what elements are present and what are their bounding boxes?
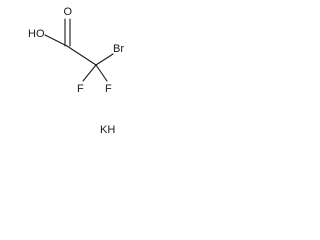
chemical-structure: O HO Br F F KH <box>28 6 124 136</box>
atom-label-fluorine-left: F <box>77 83 84 95</box>
atom-label-bromine: Br <box>113 43 124 55</box>
atom-label-carbonyl-oxygen: O <box>64 6 73 18</box>
bond-c-f-right <box>95 64 108 82</box>
bond-c-br <box>95 53 114 66</box>
bond-c-f-left <box>82 64 97 82</box>
bond-lines <box>44 18 114 82</box>
bond-c-oh <box>44 34 68 47</box>
atom-label-fluorine-right: F <box>105 83 112 95</box>
atom-label-hydroxyl: HO <box>28 28 45 40</box>
bond-c-c <box>66 45 97 66</box>
counterion-label: KH <box>100 124 115 136</box>
